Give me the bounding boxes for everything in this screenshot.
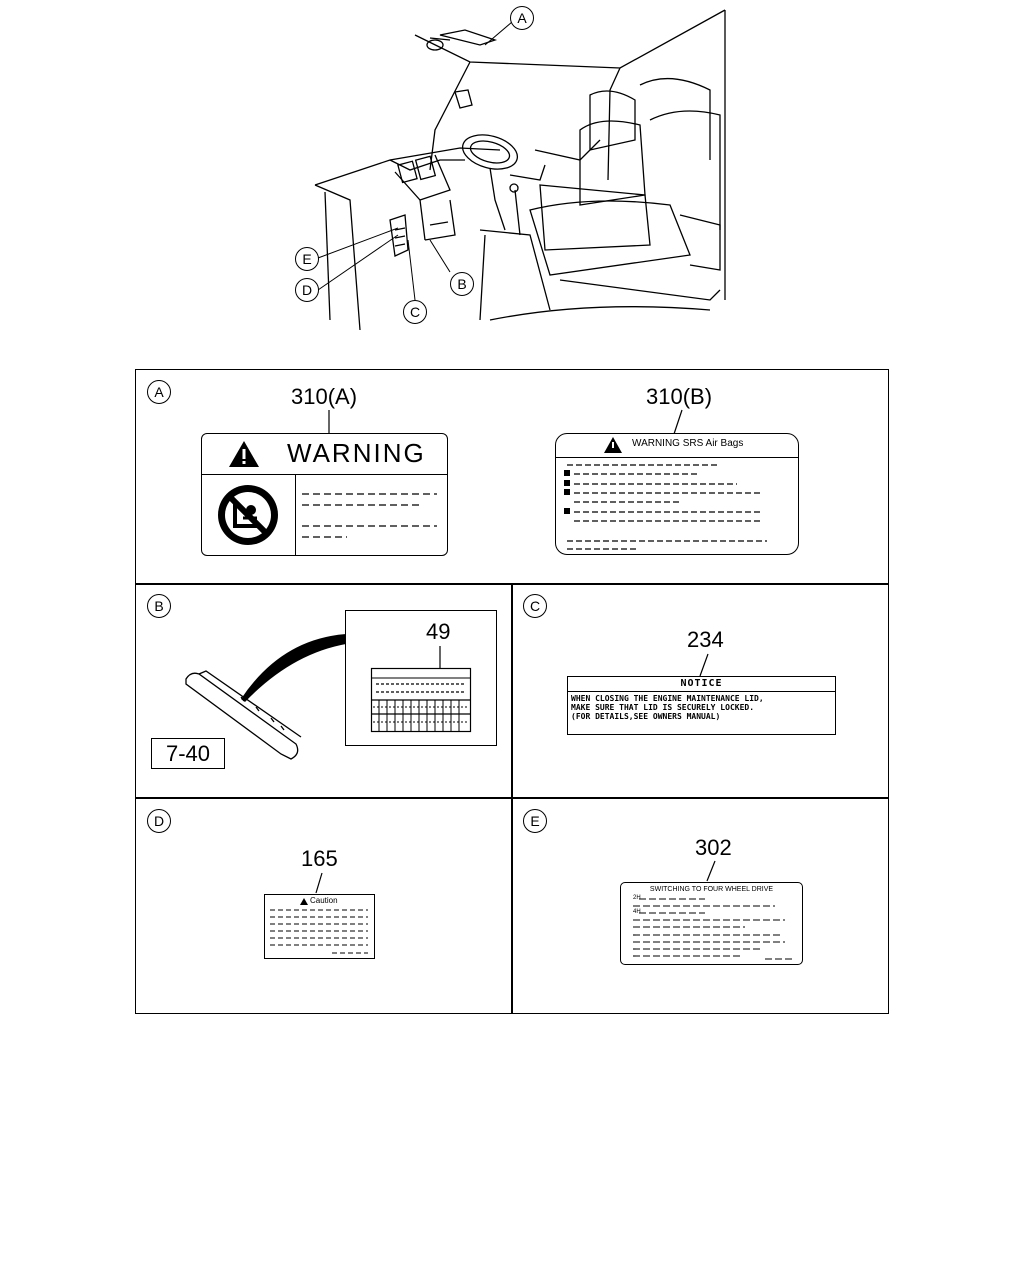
label-310b-heading: WARNING SRS Air Bags [632,438,744,449]
4wd-label-heading: SWITCHING TO FOUR WHEEL DRIVE [649,886,774,893]
callout-e: E [295,247,319,271]
panel-b-letter: B [147,594,171,618]
label-310a-icon-cell [202,475,296,555]
cab-interior-illustration: A B C D E [290,0,730,340]
notice-label-heading: NOTICE [568,677,835,692]
part-number-165: 165 [301,846,338,871]
leader-165 [315,872,323,894]
leader-310a [328,410,330,436]
panel-a-letter: A [147,380,171,404]
warning-triangle-icon-small [604,437,622,453]
panel-b: B 7-40 49 [135,583,513,799]
panel-c: C 234 NOTICE WHEN CLOSING THE ENGINE MAI… [511,583,889,799]
4wd-row-label-2h: 2H [633,895,641,901]
4wd-row-label-4h: 4H [633,909,641,915]
caution-label-heading: Caution [310,896,338,905]
panel-a: A 310(A) WARNING [135,369,889,585]
4wd-label-302: SWITCHING TO FOUR WHEEL DRIVE 2H 4H [620,882,803,965]
callout-c: C [403,300,427,324]
panel-e: E 302 SWITCHING TO FOUR WHEEL DRIVE 2H 4… [511,797,889,1014]
notice-line-2: MAKE SURE THAT LID IS SECURELY LOCKED. [571,703,755,712]
glove-box-lid-drawing [185,634,346,760]
panel-d: D 165 Caution [135,797,513,1014]
warning-triangle-icon [229,441,259,467]
part-number-310b: 310(B) [646,384,713,409]
part-number-302: 302 [695,835,732,860]
leader-302 [706,860,716,882]
panel-d-letter: D [147,809,171,833]
4wd-text-lines [633,898,795,960]
leader-234 [699,653,709,677]
panel-c-letter: C [523,594,547,618]
callout-b: B [450,272,474,296]
no-child-seat-icon [218,485,278,545]
part-number-234: 234 [687,627,724,652]
leader-310b [673,409,683,435]
label-310a-header: WARNING [202,434,447,475]
callout-a: A [510,6,534,30]
notice-line-1: WHEN CLOSING THE ENGINE MAINTENANCE LID, [571,694,764,703]
label-310b-header: WARNING SRS Air Bags [556,434,798,458]
label-310b-text-lines [564,464,767,550]
leader-49 [439,646,441,668]
label-310b: WARNING SRS Air Bags [555,433,799,555]
part-number-49: 49 [426,619,451,644]
caution-label-165: Caution [264,894,375,959]
caution-text-lines [270,909,368,954]
panel-e-letter: E [523,809,547,833]
label-310a: WARNING [201,433,448,556]
label-310a-heading: WARNING [287,438,426,468]
part-box-7-40: 7-40 [151,738,225,769]
notice-line-3: (FOR DETAILS,SEE OWNERS MANUAL) [571,712,721,721]
cab-interior-drawing [314,9,726,331]
fuse-label-49 [370,667,472,733]
label-310a-text-lines [302,493,437,538]
caution-triangle-icon [300,898,308,905]
inset-box-49: 49 [345,610,497,746]
part-number-310a: 310(A) [291,384,358,409]
callout-d: D [295,278,319,302]
notice-label-234: NOTICE WHEN CLOSING THE ENGINE MAINTENAN… [567,676,836,735]
